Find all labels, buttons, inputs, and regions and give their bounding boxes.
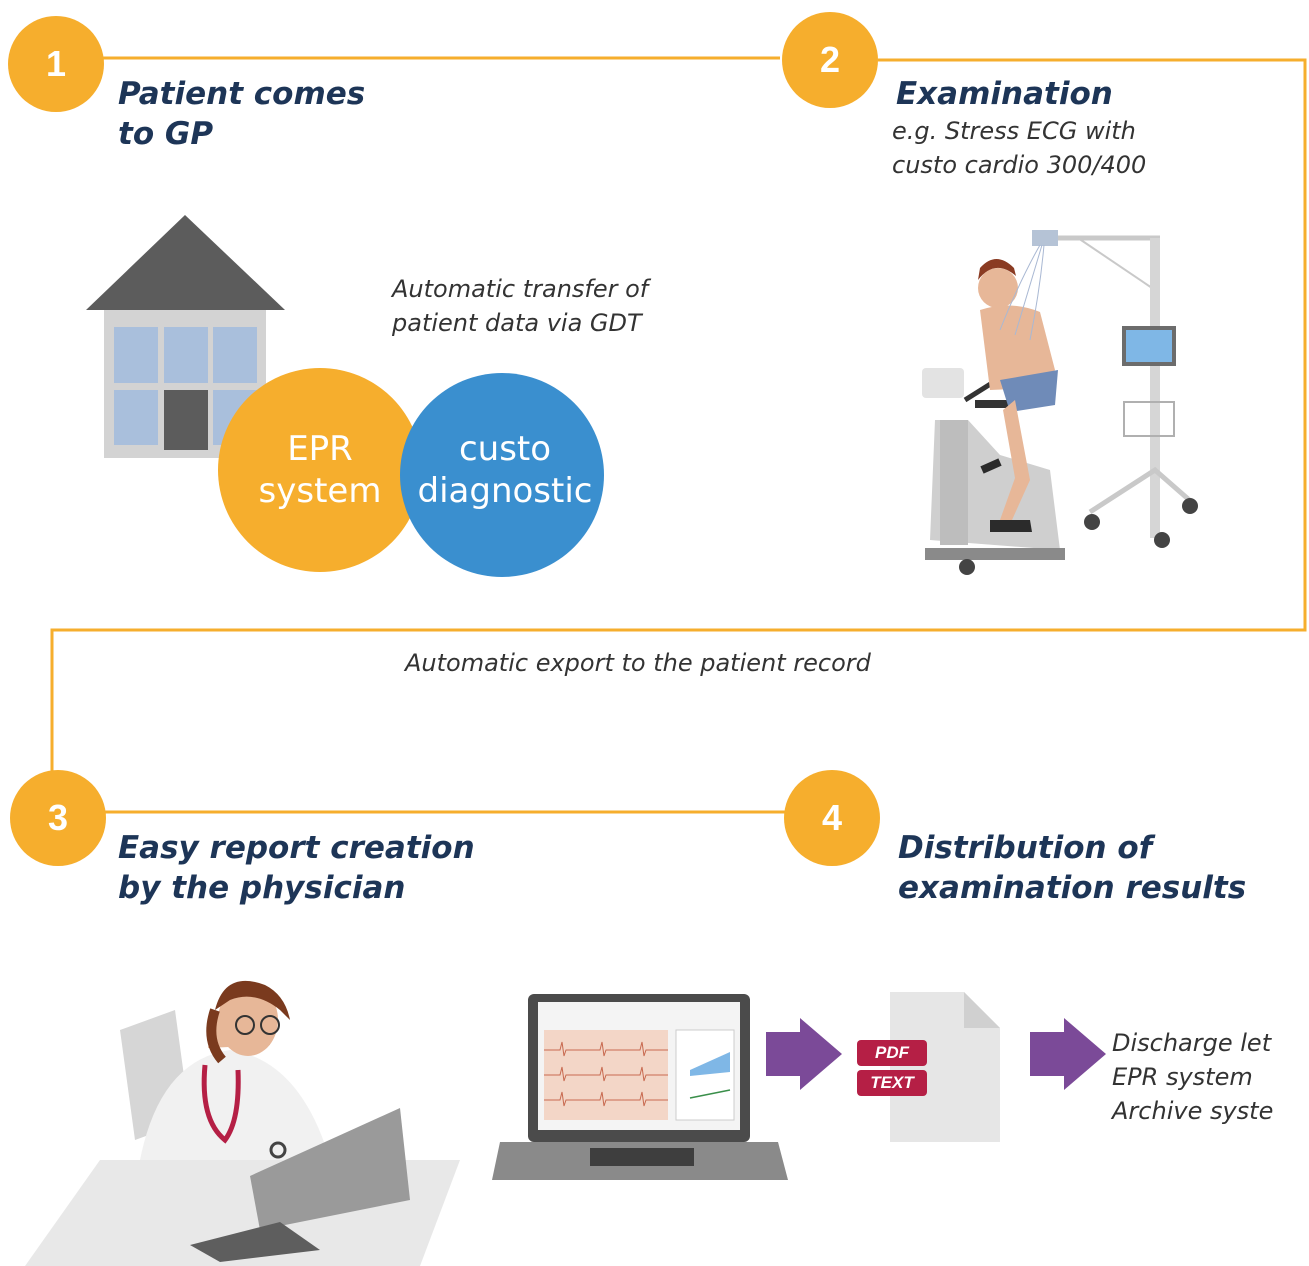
custo-label-line1: custo	[458, 429, 552, 469]
step-4-title: Distribution of examination results	[898, 828, 1246, 908]
step-3-title: Easy report creation by the physician	[118, 828, 475, 908]
epr-label: EPR system	[245, 428, 395, 512]
destination-item: Archive syste	[1112, 1097, 1274, 1125]
step-1-title-line1: Patient comes	[118, 76, 366, 112]
epr-label-line2: system	[258, 471, 382, 511]
custo-label-line2: diagnostic	[417, 471, 593, 511]
step-2-title-line1: Examination	[896, 76, 1113, 112]
step-3-title-line1: Easy report creation	[118, 830, 475, 866]
epr-circle	[218, 368, 422, 572]
step-4-title-line1: Distribution of	[898, 830, 1153, 866]
step-1-title-line2: to GP	[118, 116, 214, 152]
pdf-tag: PDF	[857, 1040, 927, 1066]
custo-label: custo diagnostic	[405, 428, 605, 512]
destination-item: Discharge let	[1112, 1029, 1272, 1057]
step-2-sub-line2: custo cardio 300/400	[892, 151, 1147, 179]
custo-circle	[400, 373, 604, 577]
transfer-note: Automatic transfer of patient data via G…	[392, 272, 648, 340]
step-badge-1: 1	[8, 16, 104, 112]
step-3-title-line2: by the physician	[118, 870, 406, 906]
step-badge-2: 2	[782, 12, 878, 108]
step-2-title: Examination	[896, 74, 1113, 114]
step-2-subtitle: e.g. Stress ECG with custo cardio 300/40…	[892, 114, 1146, 182]
step-1-title: Patient comes to GP	[118, 74, 365, 154]
transfer-note-line2: patient data via GDT	[392, 309, 642, 337]
destination-item: EPR system	[1112, 1063, 1253, 1091]
step-4-title-line2: examination results	[898, 870, 1247, 906]
text-tag: TEXT	[857, 1070, 927, 1096]
step-2-sub-line1: e.g. Stress ECG with	[892, 117, 1136, 145]
destinations-list: Discharge let EPR system Archive syste	[1112, 1026, 1273, 1128]
export-note: Automatic export to the patient record	[405, 649, 871, 677]
transfer-note-line1: Automatic transfer of	[392, 275, 649, 303]
step-badge-4: 4	[784, 770, 880, 866]
epr-label-line1: EPR	[287, 429, 353, 469]
step-badge-3: 3	[10, 770, 106, 866]
